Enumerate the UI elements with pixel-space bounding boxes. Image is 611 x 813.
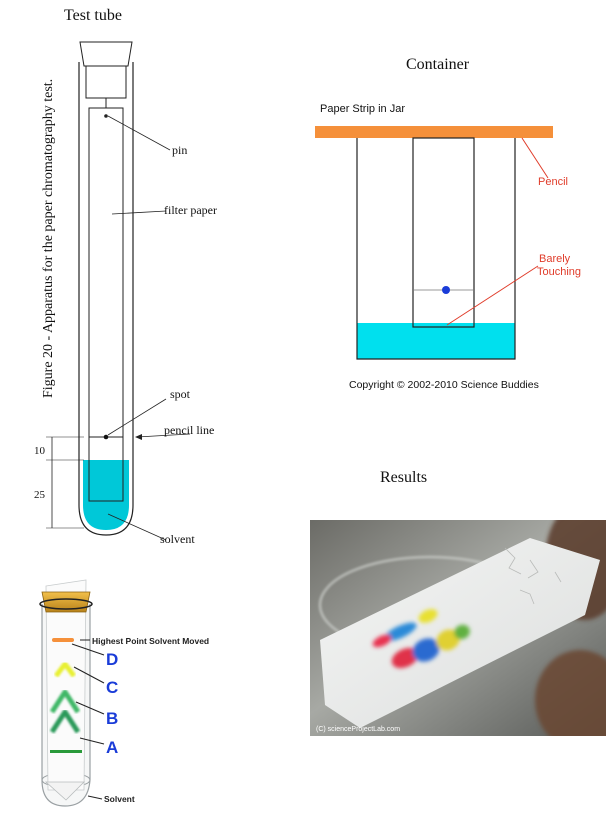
paper-strip-label: Paper Strip in Jar (320, 103, 405, 115)
spot-icon (103, 434, 109, 440)
results-photo: (C) scienceProjectLab.com (310, 520, 606, 736)
touching-label: Touching (537, 266, 581, 278)
band-d (54, 661, 76, 678)
highest-point-label: Highest Point Solvent Moved (92, 636, 209, 646)
stopper-plug (85, 65, 127, 99)
cork (41, 591, 91, 613)
jar-outline (356, 138, 516, 360)
spot-label: spot (170, 387, 191, 401)
figure-caption: Figure 20 - Apparatus for the paper chro… (41, 79, 56, 398)
ink-spot-icon (442, 286, 450, 294)
barely-label: Barely (539, 253, 571, 265)
dimension-25: 25 (34, 489, 46, 501)
photo-credit: (C) scienceProjectLab.com (316, 726, 400, 733)
container-title: Container (406, 56, 470, 73)
pin-label: pin (172, 143, 187, 157)
solvent-fill (83, 460, 129, 530)
pencil-bar (315, 126, 553, 138)
band-a (50, 750, 82, 753)
container-solvent (357, 323, 515, 359)
color-bands (372, 609, 470, 669)
pencil-label: Pencil (538, 176, 568, 188)
band-b (49, 709, 81, 734)
tube-outline (78, 62, 134, 536)
letter-c: C (106, 678, 118, 697)
filter-paper (88, 107, 124, 502)
test-tube-diagram: Test tube Figure 20 - Apparatus for the … (34, 7, 217, 546)
dimension-10: 10 (34, 445, 46, 457)
solvent-front-mark (52, 638, 74, 642)
hand-bottom (535, 650, 606, 736)
band-c (49, 689, 81, 714)
tube-illustration: Highest Point Solvent Moved D C B A Solv… (39, 579, 209, 807)
letter-b: B (106, 709, 118, 728)
test-tube-title: Test tube (64, 7, 122, 24)
ring (39, 598, 93, 610)
letter-a: A (106, 738, 118, 757)
container-diagram: Container Paper Strip in Jar Pencil Bare… (315, 56, 581, 391)
pin-icon (104, 114, 108, 118)
solvent-label: solvent (160, 532, 195, 546)
paper-strip (412, 137, 475, 328)
tube-paper-strip (45, 579, 87, 791)
letter-d: D (106, 650, 118, 669)
results-title: Results (380, 469, 427, 486)
filter-paper-label: filter paper (164, 203, 217, 217)
copyright-text: Copyright © 2002-2010 Science Buddies (349, 379, 539, 391)
stopper-top (79, 41, 133, 67)
pencil-line-label: pencil line (164, 423, 214, 437)
tube-solvent-label: Solvent (104, 794, 135, 804)
